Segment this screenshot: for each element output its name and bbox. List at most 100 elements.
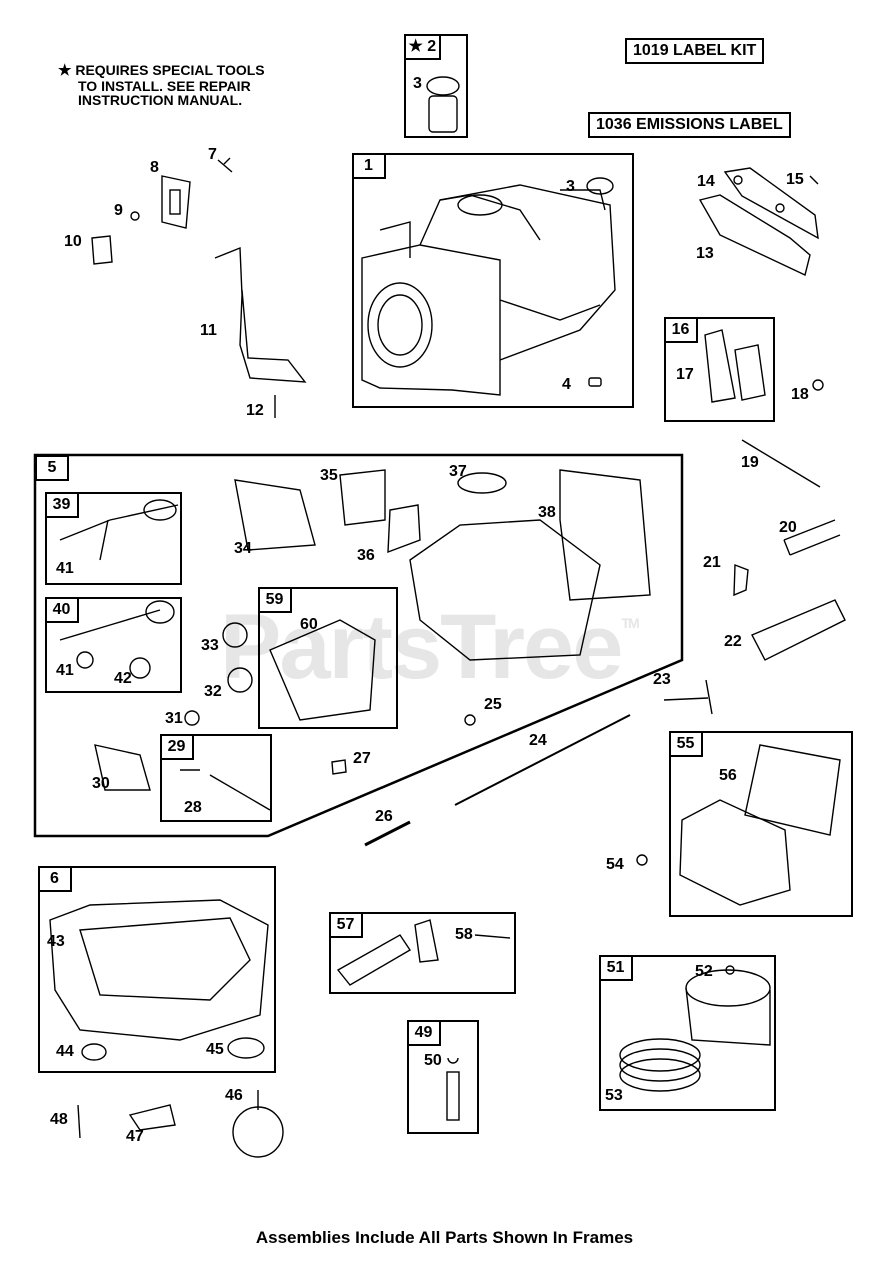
part-18[interactable]: 18	[791, 386, 809, 403]
label-kit-1019[interactable]: 1019 LABEL KIT	[625, 38, 765, 64]
part-22[interactable]: 22	[724, 633, 742, 650]
note-line-2: TO INSTALL. SEE REPAIR	[78, 77, 251, 94]
part-33[interactable]: 33	[201, 637, 219, 654]
part-30[interactable]: 30	[92, 775, 110, 792]
engine-block-drawing	[361, 184, 616, 396]
part-38[interactable]: 38	[538, 504, 556, 521]
frame-57[interactable]: 57	[328, 911, 516, 994]
frame-51[interactable]: 51	[598, 954, 776, 1111]
frame-2[interactable]: ★ 2	[403, 33, 468, 138]
special-tools-note: ★ REQUIRES SPECIAL TOOLS TO INSTALL. SEE…	[58, 63, 265, 108]
piston-drawing	[619, 965, 771, 1092]
part-31[interactable]: 31	[165, 710, 183, 727]
part-15[interactable]: 15	[786, 171, 804, 188]
part-17[interactable]: 17	[676, 366, 694, 383]
sump-drawing	[49, 899, 269, 1061]
frame-29[interactable]: 29	[159, 733, 272, 822]
frame-label: 1	[351, 152, 386, 179]
bracket-parts-drawing	[91, 157, 307, 418]
note-line-1: REQUIRES SPECIAL TOOLS	[75, 62, 265, 78]
part-4[interactable]: 4	[562, 376, 571, 393]
part-10[interactable]: 10	[64, 233, 82, 250]
part-43[interactable]: 43	[47, 933, 65, 950]
wrist-pin-drawing	[446, 1057, 460, 1121]
valve-cover-drawing	[636, 744, 841, 906]
part-11[interactable]: 11	[200, 322, 217, 339]
part-35[interactable]: 35	[320, 467, 338, 484]
part-28[interactable]: 28	[184, 799, 202, 816]
frame-label: 49	[406, 1019, 441, 1046]
frame-16[interactable]: 16	[663, 316, 775, 422]
frame-label: 57	[328, 911, 363, 938]
part-14[interactable]: 14	[697, 173, 715, 190]
part-41-b[interactable]: 41	[56, 662, 74, 679]
part-45[interactable]: 45	[206, 1041, 224, 1058]
gasket-16-drawing	[704, 329, 824, 403]
part-26[interactable]: 26	[375, 808, 393, 825]
part-19[interactable]: 19	[741, 454, 759, 471]
pushrod-drawing	[454, 714, 631, 806]
frame-label: ★ 2	[403, 33, 442, 60]
star-icon: ★	[58, 62, 72, 79]
emissions-label-1036[interactable]: 1036 EMISSIONS LABEL	[588, 112, 791, 138]
part-52[interactable]: 52	[695, 963, 713, 980]
part-36[interactable]: 36	[357, 547, 375, 564]
part-24[interactable]: 24	[529, 732, 547, 749]
seal-drawing	[586, 177, 614, 195]
part-58[interactable]: 58	[455, 926, 473, 943]
note-line-3: INSTRUCTION MANUAL.	[78, 92, 243, 108]
frame-label: 29	[159, 733, 194, 760]
part-48[interactable]: 48	[50, 1111, 68, 1128]
frame-5-label[interactable]: 5	[35, 455, 69, 481]
part-23[interactable]: 23	[653, 671, 671, 688]
part-60[interactable]: 60	[300, 616, 318, 633]
frame-label: 59	[257, 586, 292, 613]
frame-6[interactable]: 6	[37, 865, 276, 1073]
part-21[interactable]: 21	[703, 554, 721, 571]
part-53[interactable]: 53	[605, 1087, 623, 1104]
dowel-drawing	[588, 377, 602, 387]
part-7[interactable]: 7	[208, 146, 217, 163]
frame-label: 40	[44, 596, 79, 623]
frame-1[interactable]: 1	[351, 152, 634, 408]
footer-caption: Assemblies Include All Parts Shown In Fr…	[255, 1228, 634, 1247]
part-54[interactable]: 54	[606, 856, 624, 873]
part-8[interactable]: 8	[150, 159, 159, 176]
right-column-parts-drawing	[663, 439, 846, 715]
part-12[interactable]: 12	[246, 402, 264, 419]
part-42[interactable]: 42	[114, 670, 132, 687]
frame-55[interactable]: 55	[668, 730, 853, 917]
cylinder-head-assembly-drawing	[59, 469, 651, 811]
watermark: PartsTreeTM	[220, 596, 640, 698]
part-34[interactable]: 34	[234, 540, 252, 557]
part-9[interactable]: 9	[114, 202, 123, 219]
part-32[interactable]: 32	[204, 683, 222, 700]
frame-label: 16	[663, 316, 698, 343]
part-25[interactable]: 25	[484, 696, 502, 713]
cylinder-sleeve-drawing	[426, 76, 460, 133]
part-56[interactable]: 56	[719, 767, 737, 784]
frame-49[interactable]: 49	[406, 1019, 479, 1134]
manifold-gasket-drawing	[698, 167, 819, 276]
part-41-a[interactable]: 41	[56, 560, 74, 577]
part-27[interactable]: 27	[353, 750, 371, 767]
part-47[interactable]: 47	[126, 1128, 144, 1145]
part-37[interactable]: 37	[449, 463, 467, 480]
part-46[interactable]: 46	[225, 1087, 243, 1104]
frame-label: 6	[37, 865, 72, 892]
frame-label: 51	[598, 954, 633, 981]
bolt-drawing	[364, 820, 411, 847]
part-20[interactable]: 20	[779, 519, 797, 536]
frame-59[interactable]: 59	[257, 586, 398, 729]
frame-label: 39	[44, 491, 79, 518]
part-44[interactable]: 44	[56, 1043, 74, 1060]
frame-39[interactable]: 39	[44, 491, 182, 585]
frame-40[interactable]: 40	[44, 596, 182, 693]
rocker-arm-drawing	[336, 919, 511, 986]
part-3-sleeve[interactable]: 3	[413, 75, 422, 92]
part-50[interactable]: 50	[424, 1052, 442, 1069]
part-13[interactable]: 13	[696, 245, 714, 262]
part-3-seal[interactable]: 3	[566, 178, 575, 195]
